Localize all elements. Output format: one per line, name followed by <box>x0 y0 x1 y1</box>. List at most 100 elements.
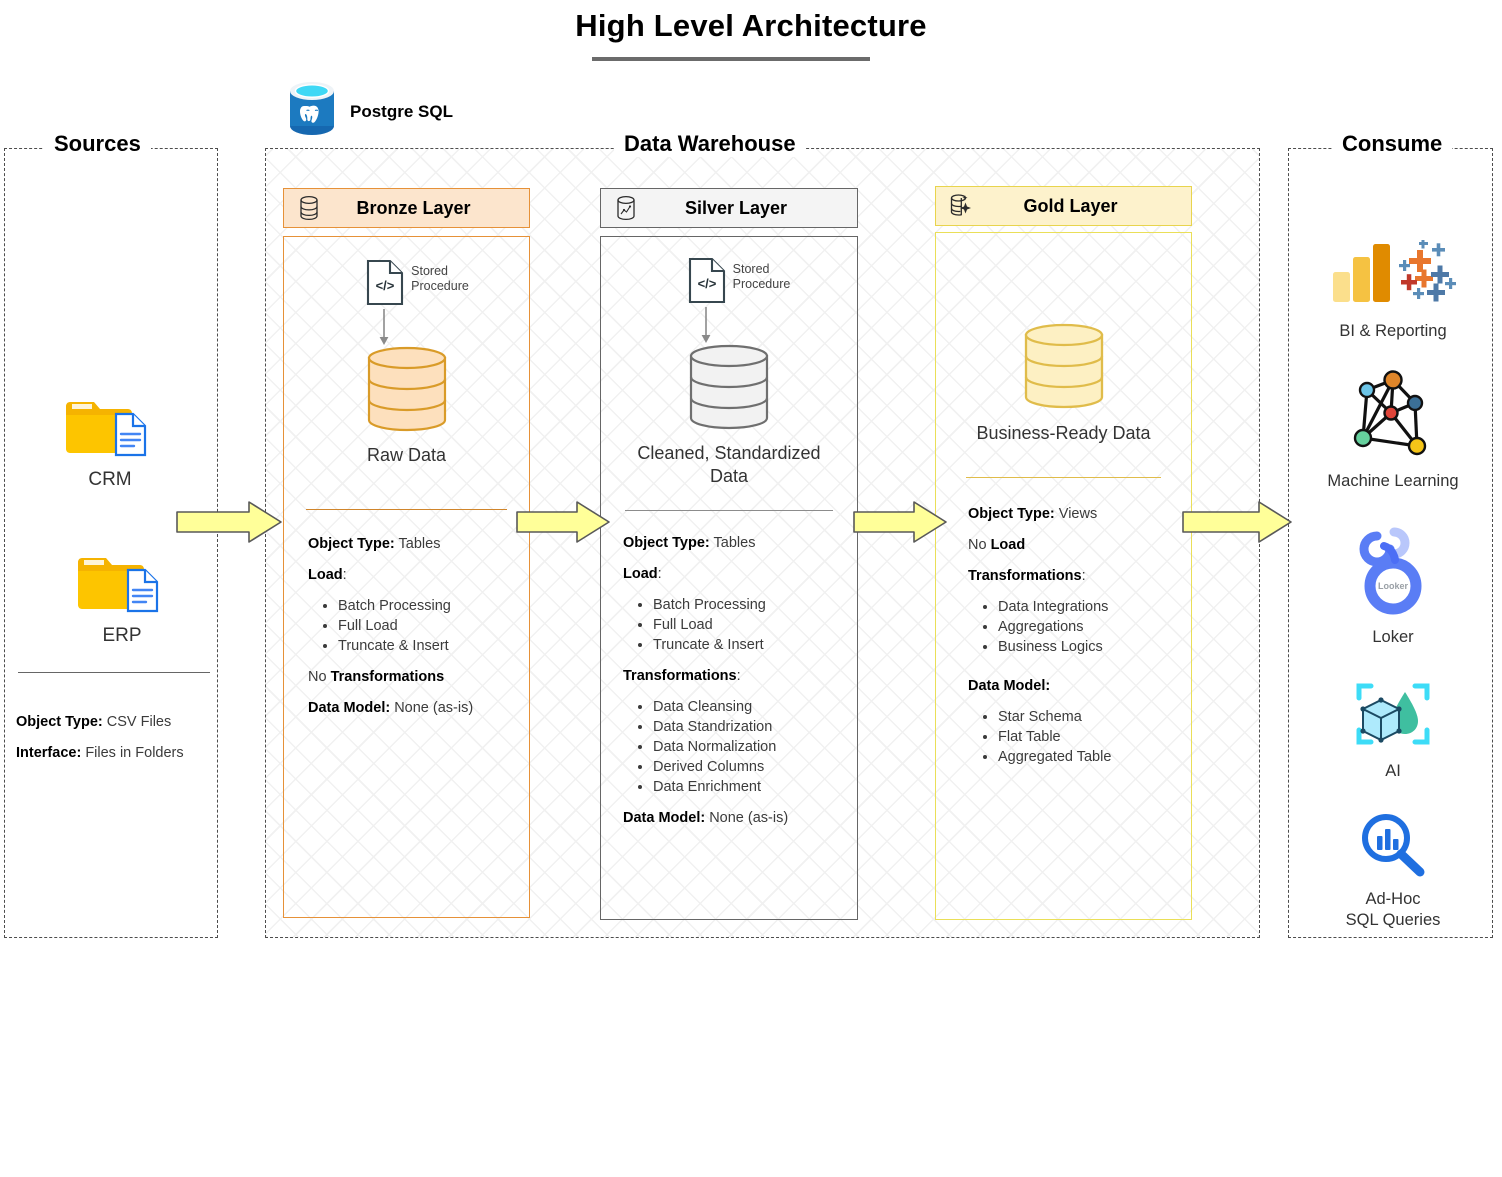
list-item: Data Cleansing <box>653 699 835 716</box>
consume-item-ai[interactable]: AI <box>1303 678 1483 782</box>
list-item: Full Load <box>653 617 835 634</box>
source-label-erp: ERP <box>102 625 142 646</box>
silver-data-model-key: Data Model: <box>623 810 706 827</box>
list-item: Aggregations <box>998 619 1167 636</box>
consume-label-looker: Loker <box>1372 628 1414 646</box>
gold-divider <box>966 477 1161 479</box>
bronze-flow-arrow <box>284 309 529 352</box>
powerbi-tableau-icon <box>1327 239 1459 314</box>
bronze-object-type-key: Object Type: <box>308 536 395 553</box>
consume-item-machine-learning[interactable]: Machine Learning <box>1303 368 1483 492</box>
bronze-database-cylinder <box>284 342 529 442</box>
list-item: Batch Processing <box>338 598 505 615</box>
silver-object-type-value: Tables <box>713 535 756 552</box>
flow-arrow-bronze-to-silver <box>516 500 610 549</box>
list-item: Data Enrichment <box>653 779 835 796</box>
bronze-load-list: Batch Processing Full Load Truncate & In… <box>308 598 505 655</box>
looker-wordmark: Looker <box>1377 581 1408 591</box>
sources-meta: Object Type: CSV Files Interface: Files … <box>16 714 216 776</box>
postgresql-icon <box>284 78 340 145</box>
consume-item-looker[interactable]: Looker Loker <box>1303 524 1483 648</box>
source-label-crm: CRM <box>88 469 132 490</box>
list-item: Star Schema <box>998 709 1167 726</box>
stored-procedure-icon: </> <box>688 257 726 309</box>
data-warehouse-panel <box>265 148 1260 938</box>
bronze-transformations-key: Transformations <box>330 669 445 686</box>
gold-layer-title: Gold Layer <box>1023 195 1118 216</box>
database-sparkle-icon <box>946 193 976 219</box>
consume-label-bi-reporting: BI & Reporting <box>1339 322 1447 340</box>
gold-layer-header[interactable]: Gold Layer <box>935 186 1192 226</box>
database-icon <box>294 195 324 221</box>
sources-divider <box>18 672 210 674</box>
gold-database-cylinder <box>936 319 1191 419</box>
consume-item-adhoc-sql[interactable]: Ad-Hoc SQL Queries <box>1303 812 1483 931</box>
gold-transformations-key: Transformations <box>968 568 1082 585</box>
list-item: Data Standrization <box>653 719 835 736</box>
database-chart-icon <box>611 195 641 221</box>
source-item-erp[interactable]: ERP <box>57 548 187 647</box>
page-title: High Level Architecture <box>575 8 927 43</box>
bronze-cylinder-label: Raw Data <box>366 445 447 465</box>
list-item: Business Logics <box>998 639 1167 656</box>
gold-details: Object Type: Views No Load Transformatio… <box>968 506 1167 766</box>
gold-object-type-value: Views <box>1058 506 1098 523</box>
stored-procedure-icon: </> <box>366 259 404 311</box>
bronze-layer-title: Bronze Layer <box>356 197 471 218</box>
stored-procedure-label: Stored Procedure <box>732 262 791 291</box>
gold-load-key: Load <box>990 537 1026 554</box>
flow-arrow-silver-to-gold <box>853 500 947 549</box>
folder-file-icon <box>64 402 156 466</box>
gold-data-model-list: Star Schema Flat Table Aggregated Table <box>968 709 1167 766</box>
list-item: Truncate & Insert <box>653 637 835 654</box>
sources-panel-label: Sources <box>44 131 151 157</box>
consume-panel-label: Consume <box>1332 131 1453 157</box>
silver-layer-title: Silver Layer <box>684 197 788 218</box>
silver-load-key: Load <box>623 566 658 583</box>
list-item: Derived Columns <box>653 759 835 776</box>
ai-cube-icon <box>1353 683 1433 754</box>
silver-data-model-value: None (as-is) <box>709 810 789 827</box>
silver-transformations-list: Data Cleansing Data Standrization Data N… <box>623 699 835 796</box>
looker-icon: Looker <box>1354 524 1432 621</box>
silver-divider <box>625 510 833 512</box>
sources-interface-key: Interface: <box>16 745 82 761</box>
sources-interface-value: Files in Folders <box>85 745 184 761</box>
silver-cylinder-label: Cleaned, Standardized Data <box>637 443 821 486</box>
gold-object-type-key: Object Type: <box>968 506 1055 523</box>
flow-arrow-gold-to-consume <box>1182 500 1292 549</box>
gold-data-model-key: Data Model: <box>968 678 1051 695</box>
silver-database-cylinder <box>601 340 857 440</box>
list-item: Truncate & Insert <box>338 638 505 655</box>
silver-transformations-key: Transformations <box>623 668 737 685</box>
bronze-data-model-value: None (as-is) <box>394 700 474 717</box>
network-graph-icon <box>1341 370 1445 464</box>
list-item: Batch Processing <box>653 597 835 614</box>
gold-transformations-list: Data Integrations Aggregations Business … <box>968 599 1167 656</box>
list-item: Aggregated Table <box>998 749 1167 766</box>
consume-label-machine-learning: Machine Learning <box>1327 472 1459 490</box>
title-underline <box>592 57 870 61</box>
sources-object-type-value: CSV Files <box>106 714 172 730</box>
silver-layer-body: </> Stored Procedure Cleaned, Standardiz… <box>600 236 858 920</box>
list-item: Full Load <box>338 618 505 635</box>
bronze-divider <box>306 509 507 511</box>
postgresql-badge: Postgre SQL <box>284 78 453 145</box>
list-item: Data Normalization <box>653 739 835 756</box>
sources-object-type-key: Object Type: <box>16 714 103 730</box>
silver-load-list: Batch Processing Full Load Truncate & In… <box>623 597 835 654</box>
svg-text:</>: </> <box>376 278 395 293</box>
bronze-layer-header[interactable]: Bronze Layer <box>283 188 530 228</box>
bronze-details: Object Type: Tables Load: Batch Processi… <box>308 536 505 717</box>
silver-layer-header[interactable]: Silver Layer <box>600 188 858 228</box>
consume-item-bi-reporting[interactable]: BI & Reporting <box>1303 239 1483 342</box>
consume-label-ai: AI <box>1385 762 1401 780</box>
flow-arrow-sources-to-bronze <box>176 500 283 549</box>
svg-text:</>: </> <box>697 276 716 291</box>
gold-cylinder-label: Business-Ready Data <box>976 423 1151 443</box>
bronze-layer-body: </> Stored Procedure Raw Data Object Typ… <box>283 236 530 918</box>
folder-file-icon <box>76 558 168 622</box>
source-item-crm[interactable]: CRM <box>45 392 175 491</box>
postgresql-label: Postgre SQL <box>350 101 453 121</box>
bronze-load-key: Load <box>308 567 343 584</box>
